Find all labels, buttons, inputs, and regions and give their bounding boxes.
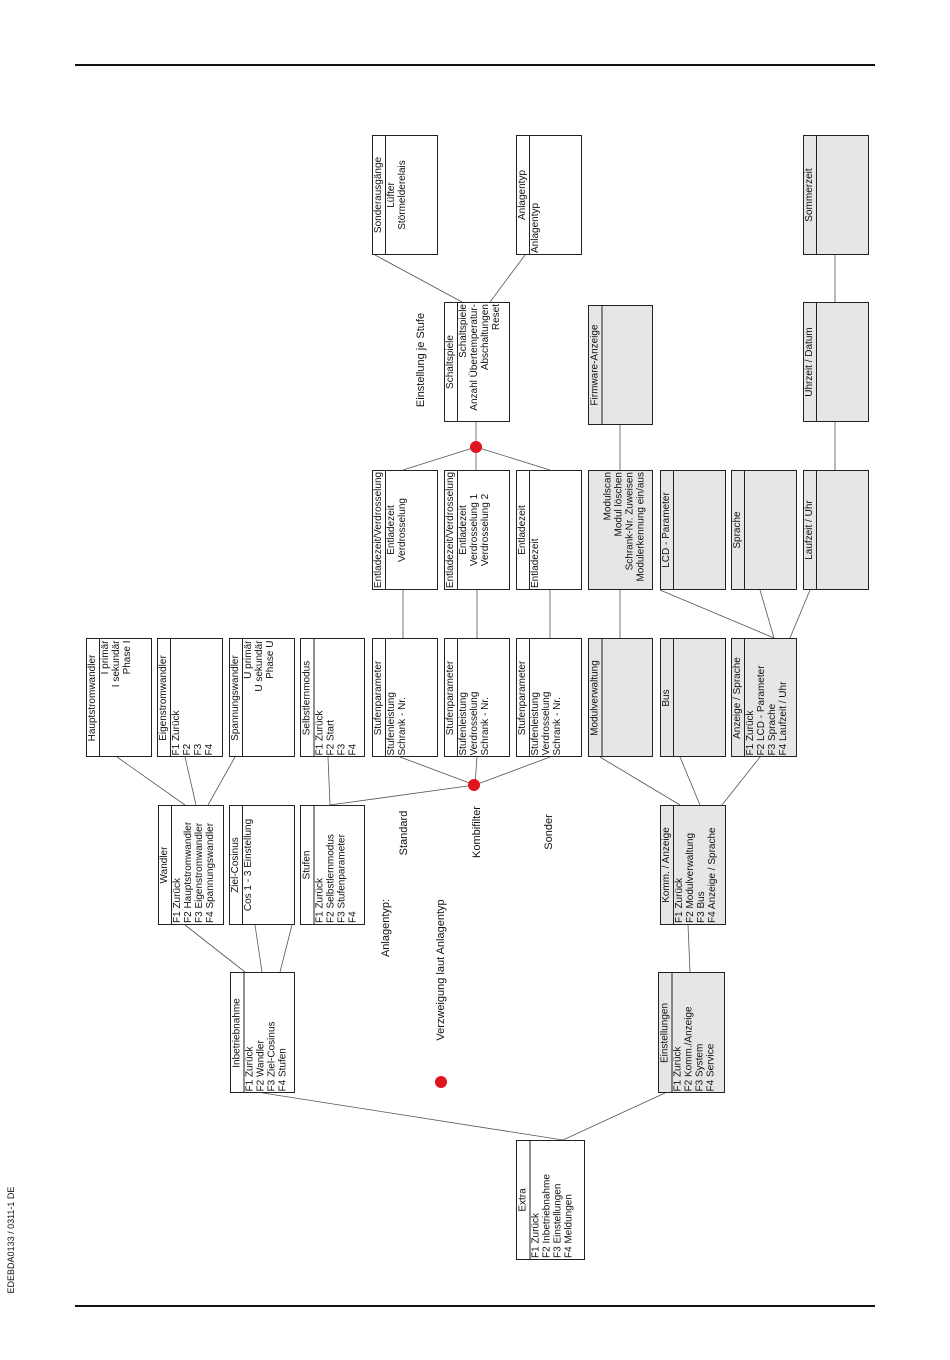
menu-box-anlagentyp: Anlagentyp Anlagentyp: [516, 135, 582, 255]
menu-box-anzeige-sprache: Anzeige / Sprache F1 Zurück F2 LCD - Par…: [731, 638, 797, 757]
menu-box-hauptstromwandler: Hauptstromwandler I primär I sekundär Ph…: [86, 638, 152, 757]
menu-box-stufen: Stufen F1 Zurück F2 Selbstlernmodus F3 S…: [300, 805, 365, 925]
menu-box-modulscan: Modulscan Modul löschen Schrank-Nr. Zuwe…: [588, 470, 653, 590]
footer-rule: [75, 1305, 875, 1307]
menu-box-komm-anzeige: Komm. / Anzeige F1 Zurück F2 Modulverwal…: [660, 805, 726, 925]
menu-box-selbstlernmodus: Selbstlernmodus F1 Zurück F2 Start F3 F4: [300, 638, 365, 757]
menu-box-lcd-parameter: LCD - Parameter: [660, 470, 726, 590]
branch-dot-icon: [468, 779, 480, 791]
menu-box-schaltspiele: Schaltspiele Schaltspiele Anzahl Übertem…: [444, 302, 510, 422]
menu-box-inbetriebnahme: Inbetriebnahme F1 Zurück F2 Wandler F3 Z…: [230, 972, 295, 1093]
menu-box-laufzeit-uhr: Laufzeit / Uhr: [803, 470, 869, 590]
menu-box-modulverwaltung: Modulverwaltung: [588, 638, 653, 757]
branch-dot-icon: [435, 1076, 447, 1088]
menu-box-bus: Bus: [660, 638, 726, 757]
branch-dot-icon: [470, 441, 482, 453]
menu-box-eigenstromwandler: Eigenstromwandler F1 Zurück F2 F3 F4: [157, 638, 223, 757]
menu-box-spannungswandler: Spannungswandler U primär U sekundär Pha…: [229, 638, 295, 757]
menu-box-uhrzeit-datum: Uhrzeit / Datum: [803, 302, 869, 422]
menu-box-stufenparameter-standard: Stufenparameter Stufenleistung Schrank -…: [372, 638, 438, 757]
menu-box-firmware-anzeige: Firmware-Anzeige: [588, 305, 653, 425]
menu-box-stufenparameter-kombifilter: Stufenparameter Stufenleistung Verdrosse…: [444, 638, 510, 757]
menu-box-wandler: Wandler F1 Zurück F2 Hauptstromwandler F…: [158, 805, 224, 925]
menu-box-entladezeit-standard: Entladezeit/Verdrosselung Entladezeit Ve…: [372, 470, 438, 590]
menu-box-stufenparameter-sonder: Stufenparameter Stufenleistung Verdrosse…: [516, 638, 582, 757]
menu-box-entladezeit-kombifilter: Entladezeit/Verdrosselung Entladezeit Ve…: [444, 470, 510, 590]
menu-box-entladezeit-sonder: Entladezeit Entladezeit: [516, 470, 582, 590]
menu-box-einstellungen: Einstellungen F1 Zurück F2 Komm./Anzeige…: [658, 972, 725, 1093]
menu-box-ziel-cosinus: Ziel-Cosinus Cos 1 - 3 Einstellung: [229, 805, 295, 925]
menu-box-sprache: Sprache: [731, 470, 797, 590]
header-rule: [75, 64, 875, 66]
menu-box-extra: Extra F1 Zurück F2 Inbetriebnahme F3 Ein…: [516, 1140, 585, 1260]
menu-box-sonderausgaenge: Sonderausgänge Lüfter Störmelderelais: [372, 135, 438, 255]
menu-box-sommerzeit: Sommerzeit: [803, 135, 869, 255]
